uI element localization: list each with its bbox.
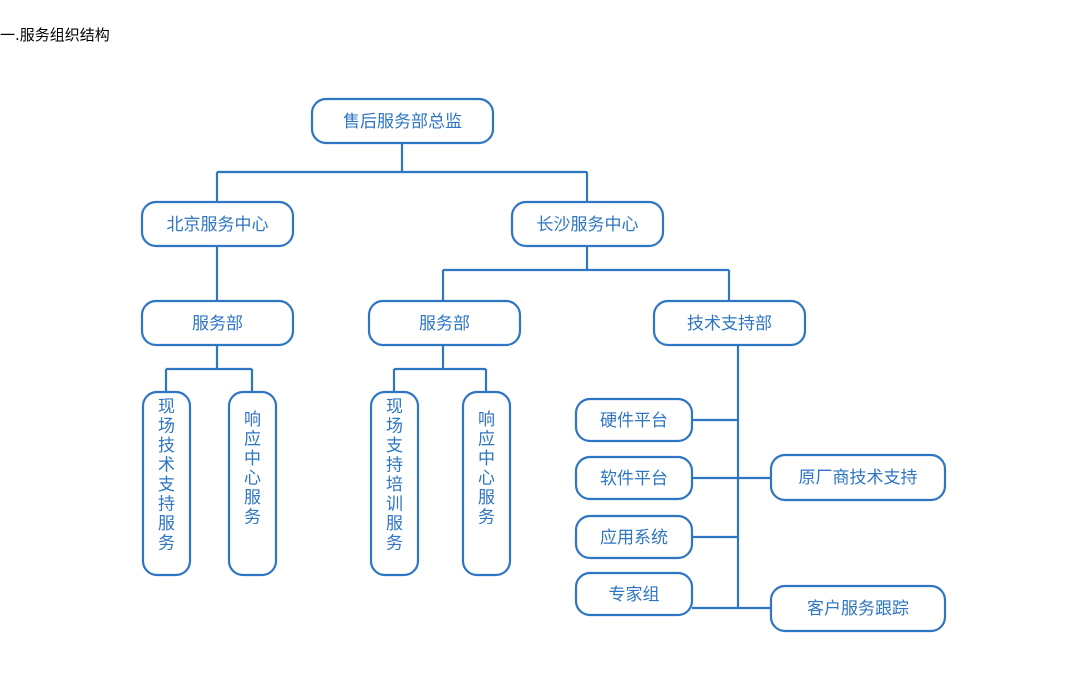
connector-layer xyxy=(164,143,771,610)
node-bj-field-tech-support-box[interactable] xyxy=(141,390,192,577)
node-bj-response-center-label: 响应中心服务 xyxy=(244,410,261,528)
node-changsha-center-box[interactable] xyxy=(510,200,665,248)
node-hardware-platform-label: 硬件平台 xyxy=(600,411,668,431)
node-expert-group[interactable]: 专家组 xyxy=(574,571,694,617)
node-changsha-service-dept[interactable]: 服务部 xyxy=(367,299,522,347)
node-tech-support-dept-box[interactable] xyxy=(652,299,807,347)
node-beijing-center[interactable]: 北京服务中心 xyxy=(140,200,295,248)
node-cs-field-training[interactable]: 现场支持培训服务 xyxy=(369,390,420,577)
node-expert-group-label: 专家组 xyxy=(609,585,660,605)
node-tech-support-dept[interactable]: 技术支持部 xyxy=(652,299,807,347)
node-software-platform-box[interactable] xyxy=(574,455,694,501)
edge-changsha-children xyxy=(392,345,488,392)
edge-root-bus xyxy=(215,143,589,202)
node-root-box[interactable] xyxy=(310,97,495,145)
node-customer-service-tracking[interactable]: 客户服务跟踪 xyxy=(769,584,947,633)
node-beijing-service-dept[interactable]: 服务部 xyxy=(140,299,295,347)
node-root-label: 售后服务部总监 xyxy=(343,112,462,132)
node-hardware-platform[interactable]: 硬件平台 xyxy=(574,397,694,443)
node-beijing-service-dept-box[interactable] xyxy=(140,299,295,347)
node-cs-response-center-label: 响应中心服务 xyxy=(478,410,495,528)
node-expert-group-box[interactable] xyxy=(574,571,694,617)
node-beijing-center-box[interactable] xyxy=(140,200,295,248)
node-bj-field-tech-support[interactable]: 现场技术支持服务 xyxy=(141,390,192,577)
node-changsha-center[interactable]: 长沙服务中心 xyxy=(510,200,665,248)
node-bj-response-center-box[interactable] xyxy=(227,390,278,577)
edge-changsha-bus xyxy=(441,246,731,301)
node-changsha-service-dept-box[interactable] xyxy=(367,299,522,347)
node-bj-response-center[interactable]: 响应中心服务 xyxy=(227,390,278,577)
page-title: 一.服务组织结构 xyxy=(0,26,110,44)
node-application-system-label: 应用系统 xyxy=(600,528,668,548)
node-bj-field-tech-support-label: 现场技术支持服务 xyxy=(158,397,175,554)
node-hardware-platform-box[interactable] xyxy=(574,397,694,443)
node-application-system-box[interactable] xyxy=(574,514,694,560)
node-cs-response-center[interactable]: 响应中心服务 xyxy=(461,390,512,577)
node-changsha-service-dept-label: 服务部 xyxy=(419,314,470,334)
node-cs-field-training-label: 现场支持培训服务 xyxy=(386,397,403,554)
node-oem-tech-support-label: 原厂商技术支持 xyxy=(799,468,918,488)
node-customer-service-tracking-box[interactable] xyxy=(769,584,947,633)
node-oem-tech-support-box[interactable] xyxy=(769,453,947,502)
node-application-system[interactable]: 应用系统 xyxy=(574,514,694,560)
edge-beijing-children xyxy=(164,345,254,392)
node-beijing-service-dept-label: 服务部 xyxy=(192,314,243,334)
node-beijing-center-label: 北京服务中心 xyxy=(167,215,269,235)
node-oem-tech-support[interactable]: 原厂商技术支持 xyxy=(769,453,947,502)
node-tech-support-dept-label: 技术支持部 xyxy=(687,314,772,334)
node-cs-field-training-box[interactable] xyxy=(369,390,420,577)
node-changsha-center-label: 长沙服务中心 xyxy=(537,215,639,235)
node-root[interactable]: 售后服务部总监 xyxy=(310,97,495,145)
node-customer-service-tracking-label: 客户服务跟踪 xyxy=(807,599,909,619)
node-software-platform[interactable]: 软件平台 xyxy=(574,455,694,501)
node-cs-response-center-box[interactable] xyxy=(461,390,512,577)
node-software-platform-label: 软件平台 xyxy=(600,469,668,489)
